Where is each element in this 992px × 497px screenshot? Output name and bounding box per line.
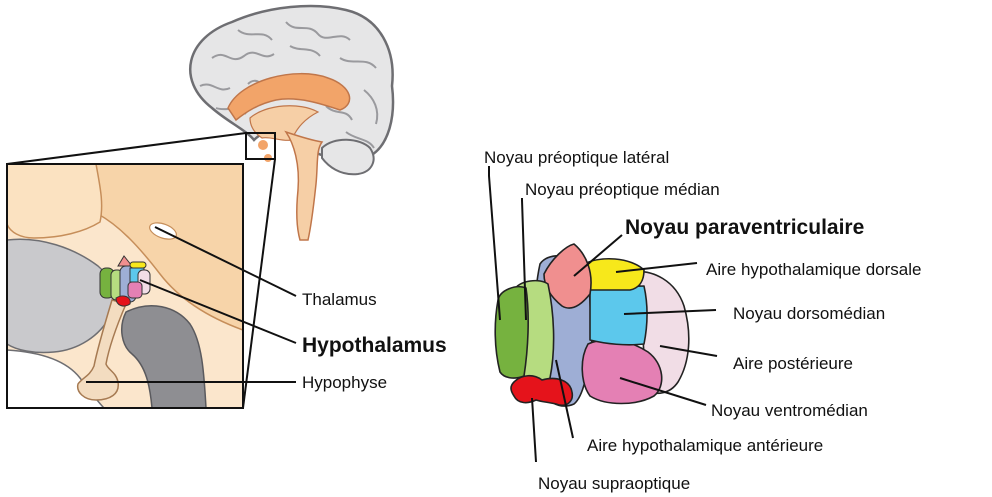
label-hypophyse: Hypophyse — [302, 373, 387, 392]
hypothalamus-spot — [258, 140, 268, 150]
label-noyau-ventromedian: Noyau ventromédian — [711, 401, 868, 420]
label-noyau-dorsomedian: Noyau dorsomédian — [733, 304, 885, 323]
label-noyau-preoptique-lateral: Noyau préoptique latéral — [484, 148, 669, 167]
cerebellum — [322, 140, 374, 175]
label-hypothalamus: Hypothalamus — [302, 334, 447, 357]
zoom-panel — [7, 164, 243, 408]
region-noyau-dorsomedian — [590, 286, 647, 345]
label-aire-hypothalamique-anterieure: Aire hypothalamique antérieure — [587, 436, 823, 455]
label-noyau-preoptique-median: Noyau préoptique médian — [525, 180, 720, 199]
zoom-connector-top — [7, 133, 246, 164]
brainstem — [286, 132, 322, 240]
leader-supraoptique — [532, 398, 536, 462]
label-aire-posterieure: Aire postérieure — [733, 354, 853, 373]
label-noyau-paraventriculaire: Noyau paraventriculaire — [625, 216, 864, 239]
leader-preoptique-lateral — [489, 166, 500, 320]
label-noyau-supraoptique: Noyau supraoptique — [538, 474, 690, 493]
region-noyau-preoptique-lateral — [495, 287, 528, 378]
label-aire-hypothalamique-dorsale: Aire hypothalamique dorsale — [706, 260, 921, 279]
label-thalamus: Thalamus — [302, 290, 377, 309]
